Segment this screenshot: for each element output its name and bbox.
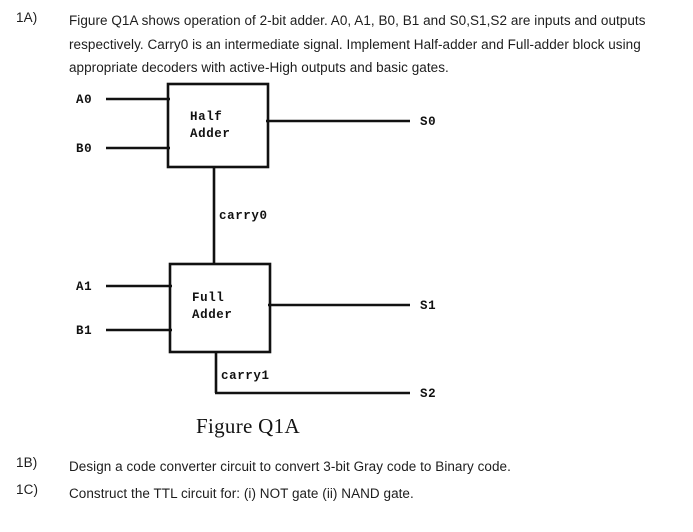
question-1a-text: Figure Q1A shows operation of 2-bit adde… [69,13,646,75]
half-adder-block: Half Adder [166,82,270,169]
carry0-label: carry0 [219,209,268,223]
carry1-label: carry1 [221,369,270,383]
input-a0-label: A0 [76,93,92,107]
question-1c-text: Construct the TTL circuit for: (i) NOT g… [69,486,414,501]
adder-block-diagram: Half Adder A0 B0 S0 carry0 [76,82,436,401]
figure-caption: Figure Q1A [196,414,300,438]
signal-carry1: carry1 [214,351,410,395]
input-a0: A0 [76,93,170,107]
input-b0: B0 [76,142,170,156]
signal-carry0: carry0 [212,166,268,265]
full-adder-label-line1: Full [192,291,224,305]
full-adder-box [168,262,272,354]
output-s2-label: S2 [420,387,436,401]
full-adder-label-line2: Adder [192,308,233,322]
input-b0-label: B0 [76,142,92,156]
half-adder-box [166,82,270,169]
output-s1-label: S1 [420,299,436,313]
question-1a-label: 1A) [16,10,38,25]
output-s0: S0 [266,115,436,129]
half-adder-label-line1: Half [190,110,222,124]
input-b1: B1 [76,324,172,338]
figure-q1a: Half Adder A0 B0 S0 carry0 [0,75,693,445]
question-1c-label: 1C) [16,482,39,497]
question-1b-text: Design a code converter circuit to conve… [69,459,511,474]
output-s0-label: S0 [420,115,436,129]
output-s1: S1 [268,299,436,313]
output-s2: S2 [420,387,436,401]
half-adder-label-line2: Adder [190,127,231,141]
input-a1-label: A1 [76,280,92,294]
full-adder-block: Full Adder [168,262,272,354]
input-a1: A1 [76,280,172,294]
question-1b-label: 1B) [16,455,38,470]
input-b1-label: B1 [76,324,92,338]
